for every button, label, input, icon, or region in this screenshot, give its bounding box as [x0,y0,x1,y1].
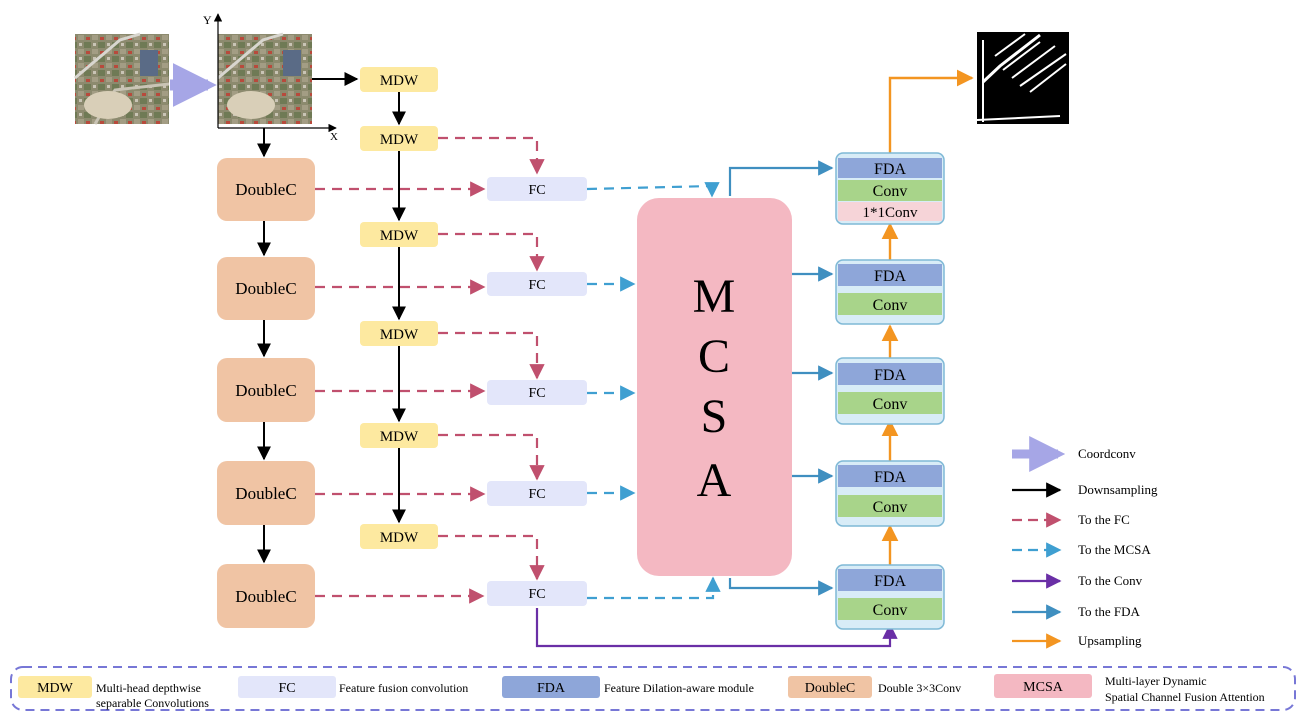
legend-coordconv: Coordconv [1012,446,1136,461]
legend-mcsa: MCSA Multi-layer Dynamic Spatial Channel… [994,674,1265,704]
arrow-legend: Coordconv Downsampling To the FC To the … [1012,446,1158,648]
mcsa-letter: C [698,330,730,383]
mdw-block: MDW [360,423,438,448]
mcsa-letter: M [693,270,736,323]
svg-text:FDA: FDA [537,681,566,696]
svg-text:DoubleC: DoubleC [805,681,856,696]
mdw-block: MDW [360,67,438,92]
mdw-block: MDW [360,222,438,247]
svg-text:FDA: FDA [874,161,906,178]
legend-downsampling: Downsampling [1012,482,1158,497]
svg-text:FC: FC [528,587,545,602]
fc-block: FC [487,177,587,201]
svg-text:Multi-layer Dynamic: Multi-layer Dynamic [1105,674,1207,688]
svg-text:MDW: MDW [380,73,419,89]
decoder-block: FDA Conv [836,565,944,629]
svg-text:To the FC: To the FC [1078,512,1130,527]
svg-text:Conv: Conv [873,602,908,619]
svg-text:To the FDA: To the FDA [1078,604,1141,619]
svg-text:Conv: Conv [873,183,908,200]
fc-block: FC [487,272,587,296]
svg-text:Upsampling: Upsampling [1078,633,1142,648]
svg-text:MDW: MDW [37,681,74,696]
mcsa-block: M C S A [637,198,792,576]
coord-satellite-image [218,34,312,124]
svg-text:FC: FC [278,681,295,696]
legend-to-conv: To the Conv [1012,573,1143,588]
svg-text:MDW: MDW [380,429,419,445]
doublec-blocks: DoubleC DoubleC DoubleC DoubleC DoubleC [217,158,315,628]
fc-block: FC [487,380,587,405]
svg-text:DoubleC: DoubleC [235,180,296,199]
svg-text:FDA: FDA [874,469,906,486]
legend-upsampling: Upsampling [1012,633,1142,648]
mdw-block: MDW [360,524,438,549]
svg-text:Multi-head depthwise: Multi-head depthwise [96,681,201,695]
svg-text:Downsampling: Downsampling [1078,482,1158,497]
svg-text:MDW: MDW [380,132,419,148]
svg-text:Conv: Conv [873,499,908,516]
svg-text:Spatial Channel Fusion Attenti: Spatial Channel Fusion Attention [1105,690,1265,704]
legend-fc: FC Feature fusion convolution [238,676,468,698]
block-legend: MDW Multi-head depthwise separable Convo… [11,667,1295,710]
decoder-block: FDA Conv [836,461,944,526]
output-mask-image [977,32,1069,124]
svg-text:Conv: Conv [873,297,908,314]
svg-text:Coordconv: Coordconv [1078,446,1136,461]
svg-text:Double 3×3Conv: Double 3×3Conv [878,681,961,695]
decoder-block: FDA Conv [836,260,944,324]
svg-text:DoubleC: DoubleC [235,587,296,606]
svg-text:Feature fusion convolution: Feature fusion convolution [339,681,468,695]
svg-text:MDW: MDW [380,530,419,546]
doublec-block: DoubleC [217,158,315,221]
input-satellite-image [75,34,169,124]
mdw-block: MDW [360,126,438,151]
mcsa-letter: A [697,454,732,507]
mcsa-letter: S [701,390,728,443]
legend-to-mcsa: To the MCSA [1012,542,1151,557]
svg-text:FC: FC [528,386,545,401]
svg-text:DoubleC: DoubleC [235,381,296,400]
mdw-block: MDW [360,321,438,346]
x-axis-label: X [330,131,338,143]
doublec-block: DoubleC [217,461,315,525]
legend-to-fc: To the FC [1012,512,1130,527]
svg-text:To the Conv: To the Conv [1078,573,1143,588]
svg-text:Feature Dilation-aware module: Feature Dilation-aware module [604,681,754,695]
svg-text:FC: FC [528,278,545,293]
svg-text:FDA: FDA [874,367,906,384]
svg-text:To the MCSA: To the MCSA [1078,542,1151,557]
svg-text:DoubleC: DoubleC [235,279,296,298]
doublec-block: DoubleC [217,257,315,320]
svg-text:1*1Conv: 1*1Conv [862,205,918,221]
svg-text:Conv: Conv [873,396,908,413]
svg-text:FDA: FDA [874,573,906,590]
fc-block: FC [487,481,587,506]
svg-text:FC: FC [528,183,545,198]
legend-mdw: MDW Multi-head depthwise separable Convo… [18,676,209,710]
svg-text:MCSA: MCSA [1023,680,1064,695]
doublec-block: DoubleC [217,564,315,628]
doublec-block: DoubleC [217,358,315,422]
legend-fda: FDA Feature Dilation-aware module [502,676,754,698]
svg-text:FC: FC [528,487,545,502]
y-axis-label: Y [203,13,212,27]
legend-to-fda: To the FDA [1012,604,1141,619]
svg-text:MDW: MDW [380,228,419,244]
mdw-to-fc-arrows [438,138,537,579]
decoder-block: FDA Conv [836,358,944,424]
fc-block: FC [487,581,587,606]
decoder-top-block: FDA Conv 1*1Conv [836,153,944,224]
svg-text:DoubleC: DoubleC [235,484,296,503]
legend-doublec: DoubleC Double 3×3Conv [788,676,961,698]
svg-text:MDW: MDW [380,327,419,343]
svg-text:FDA: FDA [874,268,906,285]
svg-text:separable Convolutions: separable Convolutions [96,696,209,710]
